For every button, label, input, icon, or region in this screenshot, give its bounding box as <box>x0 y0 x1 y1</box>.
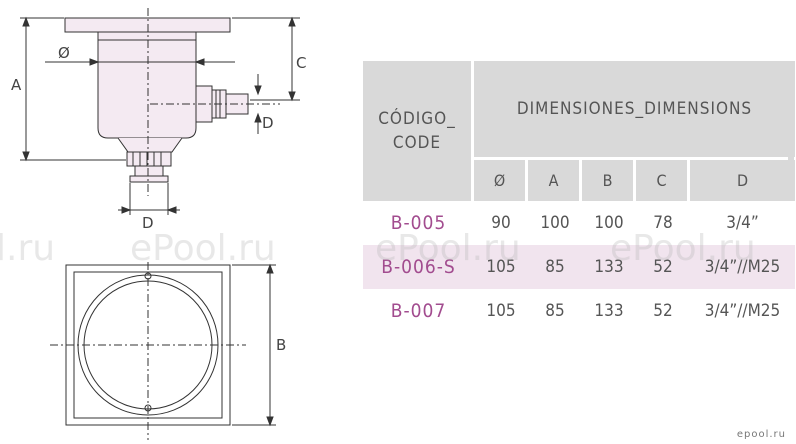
row-code: B-007 <box>390 300 447 322</box>
technical-drawing: A Ø C D D B <box>11 8 306 440</box>
watermark: ePool.ru <box>375 228 521 269</box>
cell-d: 3/4”//M25 <box>704 301 781 321</box>
site-logo: epool.ru <box>736 429 786 440</box>
code-header-line2: CODE <box>392 133 442 153</box>
watermark: ePool.ru <box>610 228 756 269</box>
row-code: B-005 <box>390 212 447 234</box>
cell-a: 85 <box>528 245 582 289</box>
col-header-phi: Ø <box>474 157 528 201</box>
skimmer-body <box>97 31 197 139</box>
cell-d: 3/4”//M25 <box>690 245 795 289</box>
code-header: CÓDIGO_ CODE <box>363 61 474 201</box>
table-row: B-007 105 85 133 52 3/4”//M25 <box>363 289 795 333</box>
cell-b: 133 <box>594 301 624 321</box>
cell-a: 100 <box>540 213 570 233</box>
label-b: B <box>276 336 286 354</box>
col-header-d: D <box>690 157 795 201</box>
table-row: B-006-S 105 85 133 52 3/4”//M25 <box>363 245 795 289</box>
header-edge-bar <box>788 61 794 201</box>
label-d-bottom: D <box>142 214 154 232</box>
watermark-left: l.ru <box>0 228 56 269</box>
col-header-a: A <box>528 157 582 201</box>
col-header-b: B <box>582 157 636 201</box>
label-phi: Ø <box>58 44 70 62</box>
cell-d: 3/4” <box>726 213 759 233</box>
cell-c: 52 <box>653 301 673 321</box>
cell-phi: 105 <box>486 301 516 321</box>
cell-phi: 105 <box>474 245 528 289</box>
label-a: A <box>11 76 22 94</box>
label-c: C <box>296 54 306 72</box>
cell-a: 85 <box>545 301 565 321</box>
cell-b: 133 <box>582 245 636 289</box>
dimensions-header: DIMENSIONES_DIMENSIONS <box>474 61 795 157</box>
dimensions-table: CÓDIGO_ CODE DIMENSIONES_DIMENSIONS Ø A … <box>363 61 795 333</box>
bottom-fitting <box>126 151 172 167</box>
col-header-c: C <box>636 157 690 201</box>
code-header-line1: CÓDIGO_ <box>378 109 456 129</box>
row-code: B-006-S <box>363 245 474 289</box>
watermark: ePool.ru <box>130 228 276 269</box>
cell-b: 100 <box>594 213 624 233</box>
table-row: B-005 90 100 100 78 3/4” <box>363 201 795 245</box>
cell-c: 52 <box>636 245 690 289</box>
cell-c: 78 <box>653 213 673 233</box>
cell-phi: 90 <box>491 213 511 233</box>
label-d-side: D <box>262 114 274 132</box>
